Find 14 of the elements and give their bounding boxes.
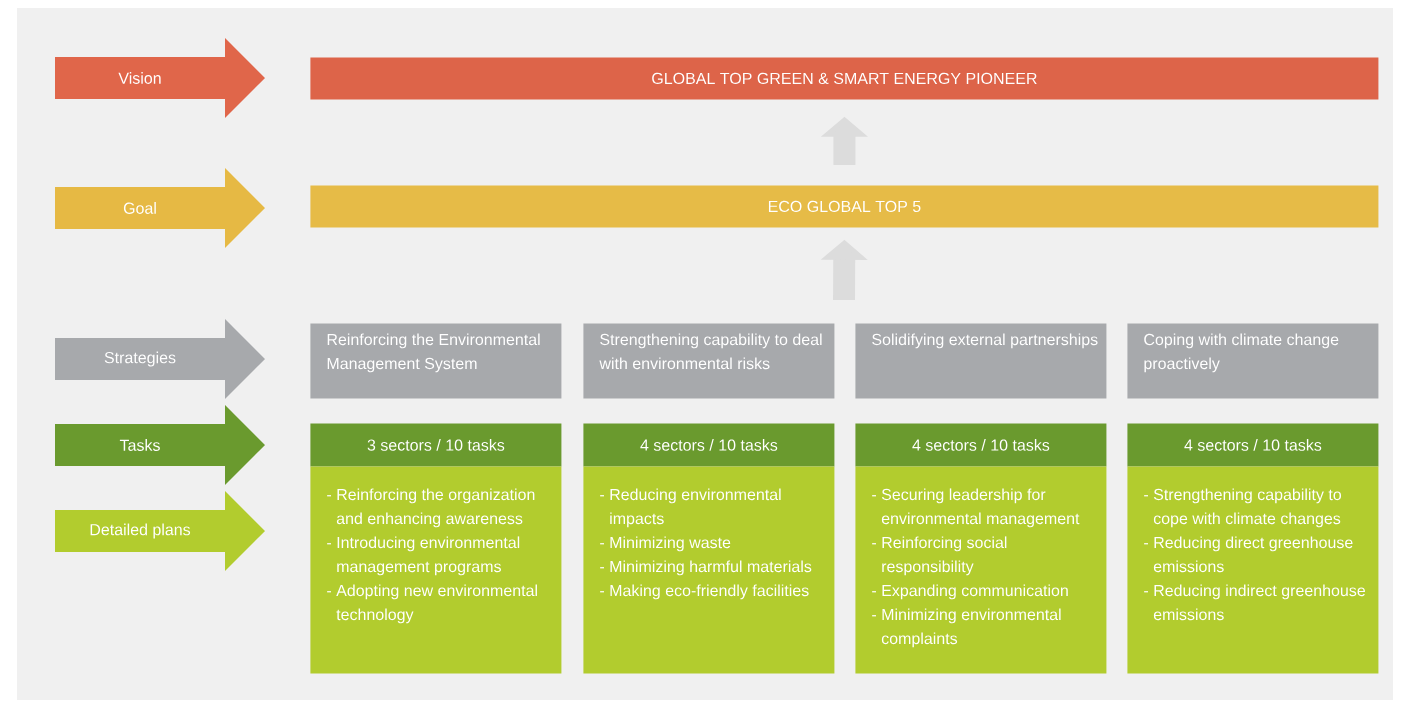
banner-bar: GLOBAL TOP GREEN & SMART ENERGY PIONEER [310, 57, 1379, 100]
task-header: 4 sectors / 10 tasks [1127, 423, 1379, 467]
plan-box: - Securing leadership for environmental management - Reinforcing social responsibility - Expanding communication - Minimizing environmental complaints [855, 466, 1107, 674]
plan-box: - Strengthening capability to cope with climate changes - Reducing direct greenhouse emissions - Reducing indirect greenhouse emissions [1127, 466, 1379, 674]
plan-box: - Reducing environmental impacts - Minimizing waste - Minimizing harmful materials - Making eco-friendly facilities [583, 466, 835, 674]
strategy-box: Strengthening capability to deal with environmental risks [583, 323, 835, 399]
strategy-box: Solidifying external partnerships [855, 323, 1107, 399]
strategy-box: Reinforcing the Environmental Management System [310, 323, 562, 399]
strategy-box: Coping with climate change proactively [1127, 323, 1379, 399]
plan-box: - Reinforcing the organization and enhancing awareness - Introducing environmental management programs - Adopting new environmental technology [310, 466, 562, 674]
task-header: 4 sectors / 10 tasks [583, 423, 835, 467]
task-header: 3 sectors / 10 tasks [310, 423, 562, 467]
task-header: 4 sectors / 10 tasks [855, 423, 1107, 467]
banner-bar: ECO GLOBAL TOP 5 [310, 185, 1379, 228]
